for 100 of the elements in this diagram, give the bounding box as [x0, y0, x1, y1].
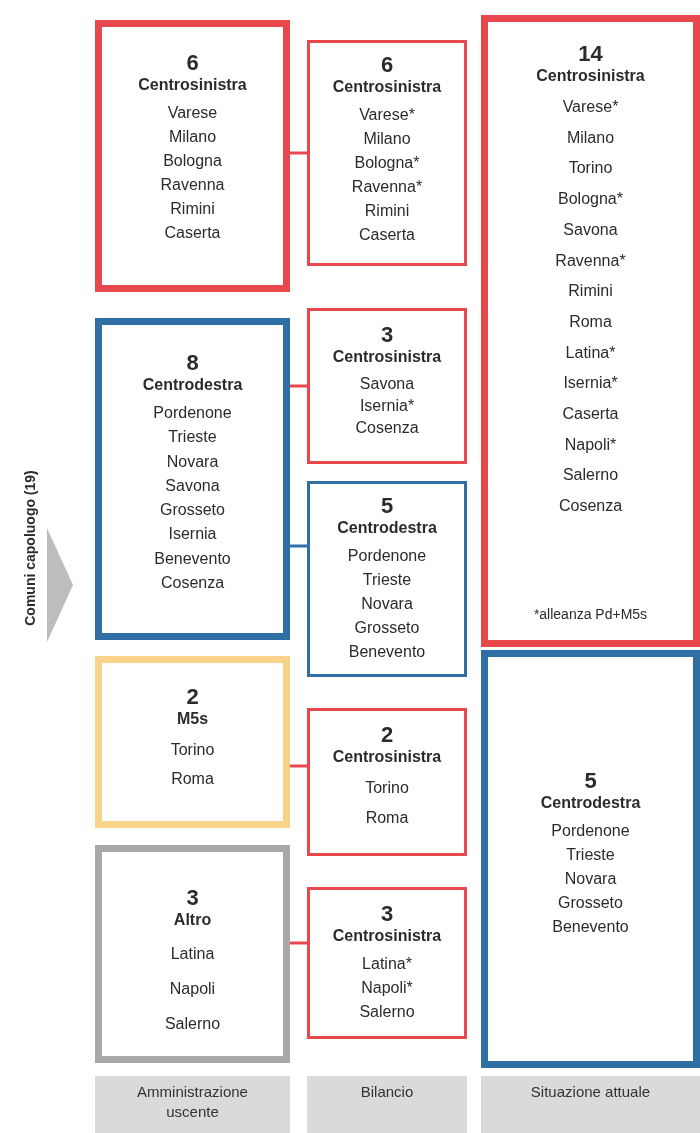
city-name: Cosenza: [355, 418, 419, 438]
count-number: 6: [380, 53, 394, 77]
city-name: Bologna*: [354, 153, 420, 173]
city-name: Benevento: [348, 642, 426, 662]
city-name: Trieste: [362, 570, 412, 590]
city-name: Rimini: [364, 201, 410, 221]
party-name: Centrosinistra: [332, 747, 442, 767]
result-box: [95, 845, 290, 1063]
city-name: Varese: [167, 103, 218, 123]
result-box: [95, 318, 290, 640]
result-box: [307, 708, 467, 856]
city-name: Latina: [170, 944, 215, 964]
count-number: 2: [186, 685, 199, 709]
city-name: Torino: [568, 158, 613, 179]
city-name: Torino: [170, 740, 215, 760]
column-header-band: [481, 1076, 700, 1133]
party-name: Centrodestra: [337, 518, 437, 538]
result-box: [481, 650, 700, 1068]
city-name: Roma: [365, 808, 409, 828]
city-name: Pordenone: [347, 546, 427, 566]
city-name: Benevento: [552, 917, 629, 937]
city-name: Isernia: [168, 524, 217, 545]
count-number: 5: [584, 769, 597, 793]
city-name: Salerno: [562, 465, 619, 486]
city-name: Caserta: [562, 404, 619, 425]
city-name: Grosseto: [558, 893, 623, 913]
column-header-band: [307, 1076, 467, 1133]
city-name: Cosenza: [160, 573, 225, 594]
count-number: 8: [186, 351, 199, 375]
party-name: Centrosinistra: [332, 77, 442, 97]
column-header-band: [95, 1076, 290, 1133]
city-name: Caserta: [359, 225, 415, 245]
city-name: Isernia*: [359, 396, 415, 416]
column-header: Bilancio: [360, 1082, 414, 1102]
party-name: Centrodestra: [540, 793, 641, 813]
city-name: Trieste: [566, 845, 615, 865]
party-name: Centrodestra: [142, 375, 243, 395]
city-name: Milano: [363, 129, 411, 149]
result-box: [95, 656, 290, 828]
city-name: Grosseto: [160, 500, 225, 521]
city-name: Novara: [166, 451, 219, 472]
count-number: 14: [578, 42, 603, 66]
axis-label: Comuni capoluogo (19): [22, 470, 38, 626]
city-name: Savona: [563, 219, 618, 240]
party-name: Centrosinistra: [138, 75, 247, 95]
city-name: Varese*: [562, 97, 619, 117]
count-number: 3: [380, 902, 394, 926]
party-name: Centrosinistra: [332, 347, 442, 367]
city-name: Salerno: [359, 1002, 415, 1022]
connector-line: [290, 544, 307, 548]
city-name: Novara: [564, 869, 617, 889]
count-number: 6: [186, 51, 199, 75]
result-box: [307, 887, 467, 1039]
city-name: Bologna*: [558, 189, 623, 210]
result-box: [95, 20, 290, 292]
city-name: Rimini: [170, 199, 215, 219]
result-box: [481, 15, 700, 647]
count-number: 3: [380, 323, 394, 347]
city-name: Varese*: [359, 105, 415, 125]
connector-line: [290, 941, 307, 945]
column-header: Amministrazione uscente: [136, 1082, 249, 1122]
city-name: Caserta: [164, 223, 221, 243]
city-name: Ravenna*: [351, 177, 423, 197]
city-name: Latina*: [565, 342, 616, 363]
city-name: Ravenna*: [555, 250, 626, 271]
city-name: Napoli*: [361, 978, 413, 998]
city-name: Novara: [361, 594, 413, 614]
city-name: Pordenone: [551, 821, 630, 841]
city-name: Roma: [171, 769, 214, 789]
city-name: Milano: [566, 127, 615, 148]
result-box: [307, 481, 467, 677]
city-name: Savona: [165, 475, 220, 496]
city-name: Roma: [569, 311, 612, 332]
city-name: Trieste: [168, 427, 217, 448]
party-name: M5s: [176, 709, 209, 729]
city-name: Bologna: [163, 151, 222, 171]
column-header: Situazione attuale: [530, 1082, 651, 1102]
footnote: *alleanza Pd+M5s: [533, 606, 648, 622]
count-number: 5: [380, 494, 394, 518]
city-name: Napoli*: [564, 434, 617, 455]
city-name: Salerno: [164, 1014, 221, 1034]
city-name: Ravenna: [160, 175, 225, 195]
city-name: Isernia*: [563, 373, 618, 394]
party-name: Centrosinistra: [332, 926, 442, 946]
count-number: 2: [380, 723, 394, 747]
city-name: Latina*: [362, 954, 412, 974]
city-name: Napoli: [169, 979, 216, 999]
city-name: Benevento: [154, 548, 231, 569]
result-box: [307, 308, 467, 464]
count-number: 3: [186, 886, 199, 910]
city-name: Savona: [359, 374, 415, 394]
connector-line: [290, 151, 307, 155]
party-name: Centrosinistra: [536, 66, 645, 86]
result-box: [307, 40, 467, 266]
city-name: Milano: [168, 127, 217, 147]
connector-line: [290, 384, 307, 388]
city-name: Rimini: [568, 281, 613, 302]
city-name: Pordenone: [153, 403, 232, 423]
city-name: Cosenza: [558, 496, 623, 517]
connector-line: [290, 764, 307, 768]
